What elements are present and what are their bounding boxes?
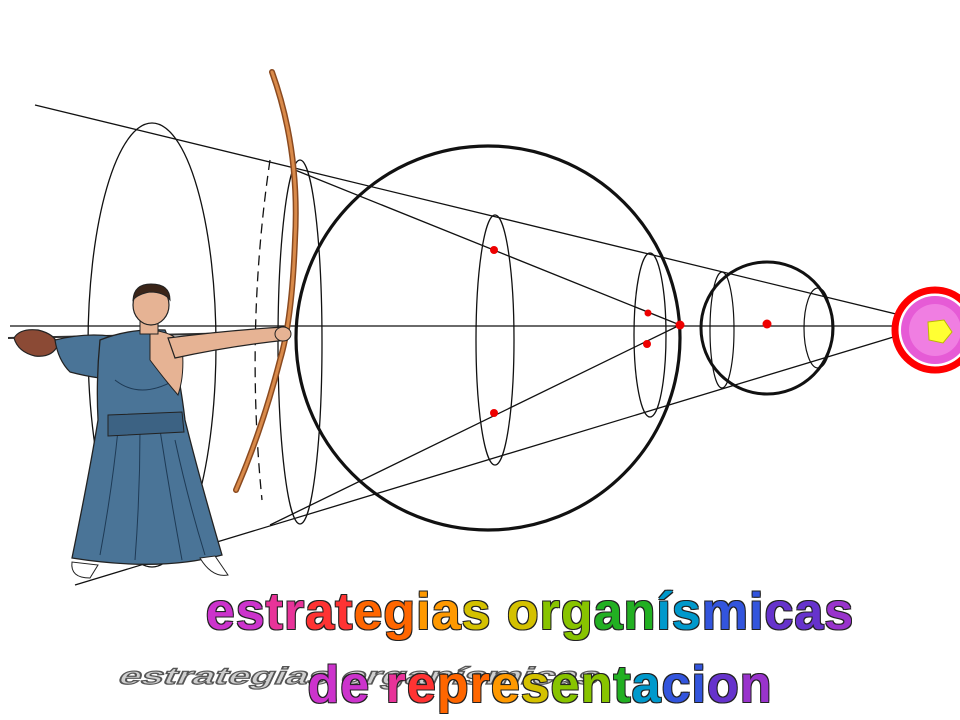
caption-letter: a bbox=[631, 656, 662, 714]
caption-letter: o bbox=[706, 656, 740, 714]
dot bbox=[643, 340, 651, 348]
hair bbox=[132, 283, 171, 302]
caption-letter: s bbox=[824, 583, 855, 641]
caption-letter: o bbox=[506, 583, 540, 641]
caption-letter: a bbox=[305, 583, 336, 641]
dot bbox=[490, 409, 498, 417]
sash bbox=[107, 411, 185, 437]
caption-letter: a bbox=[593, 583, 624, 641]
caption-letter: r bbox=[385, 656, 407, 714]
caption-letter: e bbox=[353, 583, 384, 641]
dot bbox=[644, 309, 652, 317]
caption-letter: í bbox=[656, 583, 672, 641]
caption-letter: n bbox=[623, 583, 657, 641]
caption-letter bbox=[370, 656, 385, 714]
caption-line-1: estrategias organísmicas bbox=[50, 582, 960, 642]
dot bbox=[490, 246, 498, 254]
caption-letter: s bbox=[671, 583, 702, 641]
circle-large bbox=[294, 144, 682, 532]
caption-letter: g bbox=[560, 583, 594, 641]
archer-figure bbox=[7, 283, 292, 579]
caption-letter: p bbox=[436, 656, 470, 714]
ellipse-mid bbox=[475, 214, 515, 466]
caption-letter: s bbox=[461, 583, 492, 641]
caption-letter: r bbox=[539, 583, 561, 641]
right-foot bbox=[199, 555, 229, 576]
ellipse-bow bbox=[277, 159, 323, 525]
caption-letter: t bbox=[265, 583, 284, 641]
dot bbox=[675, 320, 685, 330]
rear-hand bbox=[13, 329, 59, 357]
caption-line-2-text: de representacion bbox=[307, 656, 772, 714]
focal-dots bbox=[490, 246, 772, 417]
caption-letter: n bbox=[739, 656, 773, 714]
ellipse-right bbox=[633, 252, 667, 418]
left-foot bbox=[71, 561, 99, 579]
ellipse-small-1 bbox=[709, 271, 735, 389]
caption-letter: n bbox=[580, 656, 614, 714]
ray-top-outer bbox=[34, 104, 901, 316]
target-center bbox=[927, 319, 953, 344]
caption-letter: i bbox=[748, 583, 765, 641]
caption-letter: e bbox=[550, 656, 581, 714]
target bbox=[891, 286, 960, 374]
caption-letter: e bbox=[490, 656, 521, 714]
caption-letter: c bbox=[764, 583, 795, 641]
ellipse-dashed bbox=[254, 159, 271, 501]
caption-letter: m bbox=[701, 583, 749, 641]
bow-limb bbox=[233, 69, 299, 493]
caption-letter: e bbox=[205, 583, 236, 641]
caption-letter: r bbox=[469, 656, 491, 714]
caption-line-2: de representacion bbox=[60, 655, 960, 715]
caption-letter: a bbox=[431, 583, 462, 641]
front-hand bbox=[274, 326, 292, 342]
caption-letter: c bbox=[661, 656, 692, 714]
caption-letter: t bbox=[335, 583, 354, 641]
caption-letter bbox=[491, 583, 506, 641]
bow bbox=[233, 69, 299, 493]
front-arm bbox=[167, 326, 288, 359]
caption-letter: e bbox=[406, 656, 437, 714]
caption-letter: e bbox=[340, 656, 371, 714]
dot bbox=[762, 319, 772, 329]
caption-letter: a bbox=[794, 583, 825, 641]
caption-letter: s bbox=[235, 583, 266, 641]
caption-letter: d bbox=[307, 656, 341, 714]
circle-small bbox=[699, 260, 835, 396]
ray-inner-bottom bbox=[269, 324, 681, 526]
caption-letter: s bbox=[520, 656, 551, 714]
caption-letter: i bbox=[416, 583, 432, 641]
caption-line-1-text: estrategias organísmicas bbox=[206, 583, 854, 641]
caption-letter: t bbox=[613, 656, 632, 714]
bow-limb-highlight bbox=[234, 70, 298, 492]
caption-letter: g bbox=[383, 583, 417, 641]
caption-letter: r bbox=[283, 583, 306, 641]
caption-letter: i bbox=[691, 656, 707, 714]
